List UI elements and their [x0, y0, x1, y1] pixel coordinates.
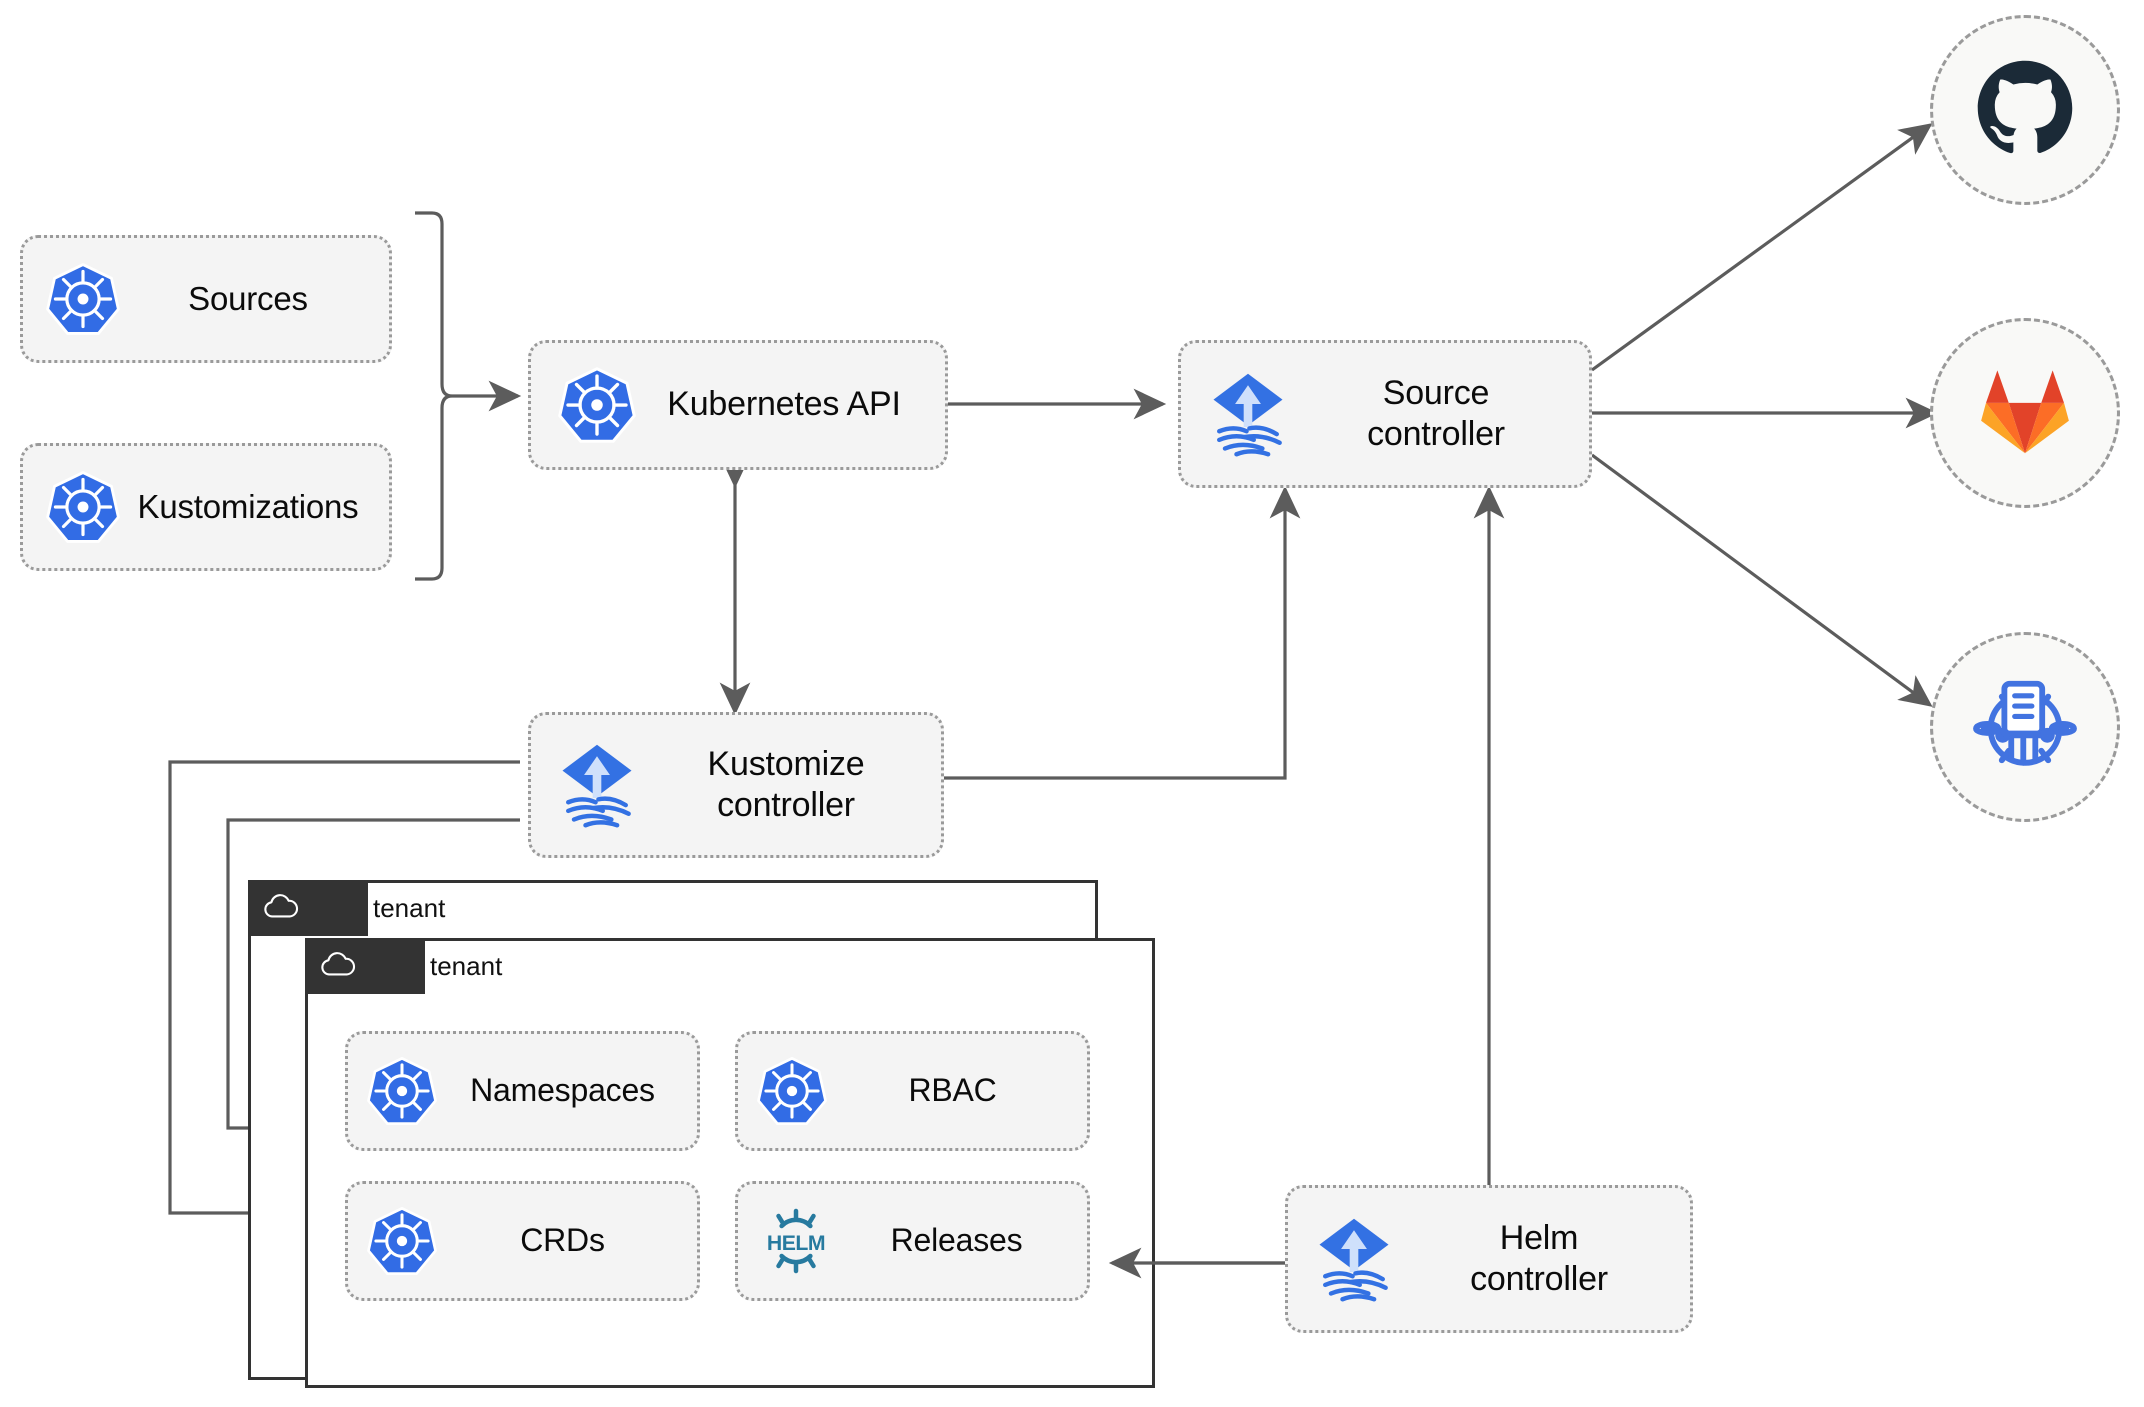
resource-label: Kustomizations — [137, 487, 359, 525]
helm-icon: HELM — [752, 1201, 840, 1281]
controller-card-source-controller[interactable]: Source controller — [1178, 340, 1592, 488]
kubernetes-icon — [752, 1055, 832, 1127]
flux-icon — [1304, 1213, 1404, 1305]
kubernetes-icon — [41, 261, 125, 337]
tenant-title-bar — [248, 880, 368, 936]
tenant-resource-namespaces[interactable]: Namespaces — [345, 1031, 700, 1151]
resource-card-kustomizations[interactable]: Kustomizations — [20, 443, 392, 571]
harbor-icon — [1970, 670, 2080, 785]
cloud-icon — [319, 950, 357, 983]
tenant-resource-label: CRDs — [520, 1222, 605, 1259]
cloud-icon — [262, 892, 300, 925]
kubernetes-icon — [551, 365, 643, 445]
tenant-resource-label: RBAC — [908, 1072, 997, 1109]
github-icon — [1971, 54, 2079, 167]
external-source-harbor[interactable] — [1930, 632, 2120, 822]
kubernetes-icon — [362, 1205, 442, 1277]
gitlab-icon — [1973, 359, 2077, 468]
controller-card-kustomize-controller[interactable]: Kustomize controller — [528, 712, 944, 858]
tenant-resource-releases[interactable]: HELM Releases — [735, 1181, 1090, 1301]
resource-label: Sources — [188, 279, 308, 317]
flux-icon — [1197, 368, 1299, 460]
tenant-resource-label: Releases — [890, 1222, 1023, 1259]
tenant-label: tenant — [430, 950, 503, 981]
external-source-gitlab[interactable] — [1930, 318, 2120, 508]
tenant-resource-crds[interactable]: CRDs — [345, 1181, 700, 1301]
controller-label: Source controller — [1367, 373, 1505, 453]
tenant-resource-label: Namespaces — [470, 1072, 655, 1109]
tenant-resource-rbac[interactable]: RBAC — [735, 1031, 1090, 1151]
svg-text:HELM: HELM — [767, 1231, 825, 1255]
external-source-github[interactable] — [1930, 15, 2120, 205]
tenant-label: tenant — [373, 892, 446, 923]
controller-label: Helm controller — [1470, 1218, 1608, 1298]
kubernetes-icon — [362, 1055, 442, 1127]
resource-card-sources[interactable]: Sources — [20, 235, 392, 363]
tenant-title-bar — [305, 938, 425, 994]
tenant-title-bar-label-holder: tenant — [359, 880, 445, 936]
controller-label: Kustomize controller — [707, 744, 865, 824]
flux-icon — [547, 739, 647, 831]
controller-card-helm-controller[interactable]: Helm controller — [1285, 1185, 1693, 1333]
tenant-container-front[interactable]: tenant Namespaces — [305, 938, 1155, 1388]
controller-card-kubernetes-api[interactable]: Kubernetes API — [528, 340, 948, 470]
tenant-title-bar-label-holder: tenant — [416, 938, 502, 994]
controller-label: Kubernetes API — [667, 385, 901, 424]
kubernetes-icon — [41, 469, 125, 545]
